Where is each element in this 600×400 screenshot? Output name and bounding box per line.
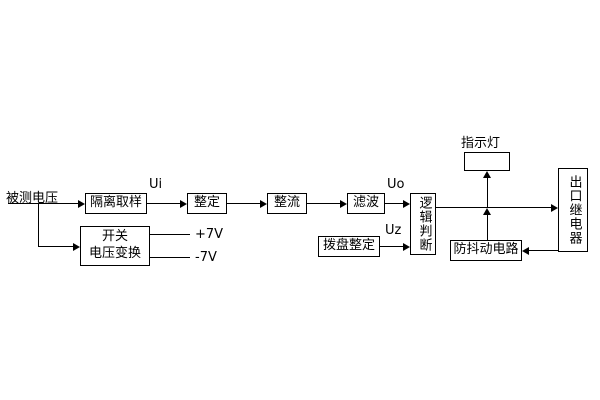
arrowhead-into-debounce bbox=[522, 247, 529, 255]
line-minus7v-output bbox=[149, 257, 190, 258]
signal-minus7v-label: -7V bbox=[195, 250, 217, 265]
signal-plus7v-label: +7V bbox=[195, 227, 224, 242]
arrowhead-into-rectifier bbox=[260, 200, 267, 208]
source-voltage-label: 被测电压 bbox=[6, 191, 59, 206]
line-dial-to-logic bbox=[380, 246, 404, 247]
arrowhead-into-isolation bbox=[78, 200, 85, 208]
indicator-lamp-box bbox=[464, 152, 510, 171]
arrowhead-into-converter bbox=[73, 243, 80, 251]
line-debounce-to-junction bbox=[487, 214, 488, 240]
arrowhead-into-relay bbox=[551, 204, 558, 212]
signal-uo-label: Uo bbox=[387, 177, 405, 192]
line-source-to-isolation bbox=[8, 203, 79, 204]
signal-uz-label: Uz bbox=[385, 223, 402, 238]
line-plus7v-output bbox=[149, 234, 190, 235]
line-setting-to-rectifier bbox=[227, 203, 261, 204]
arrowhead-into-indicator bbox=[483, 171, 491, 178]
indicator-lamp-label: 指示灯 bbox=[461, 136, 501, 151]
converter-label-line1: 开关 bbox=[101, 229, 128, 245]
signal-ui-label: Ui bbox=[149, 177, 163, 192]
block-debounce-circuit: 防抖动电路 bbox=[450, 240, 522, 261]
line-source-branch-down bbox=[38, 203, 39, 247]
arrowhead-into-setting bbox=[180, 200, 187, 208]
line-rectifier-to-filter bbox=[307, 203, 341, 204]
arrowhead-into-logic bbox=[403, 200, 410, 208]
block-isolation-sampling: 隔离取样 bbox=[85, 193, 147, 214]
line-filter-to-logic bbox=[385, 203, 404, 204]
line-junction-to-indicator bbox=[487, 177, 488, 208]
block-switch-voltage-converter: 开关 电压变换 bbox=[80, 226, 150, 266]
line-logic-to-relay bbox=[436, 207, 552, 208]
block-dial-setting: 拨盘整定 bbox=[318, 236, 380, 257]
line-branch-to-converter bbox=[38, 246, 74, 247]
arrowhead-into-filter bbox=[340, 200, 347, 208]
arrowhead-dial-into-logic bbox=[403, 243, 410, 251]
converter-label-line2: 电压变换 bbox=[88, 246, 141, 261]
arrowhead-debounce-into-junction bbox=[483, 208, 491, 215]
block-logic-judgment: 逻辑判断 bbox=[410, 193, 436, 255]
block-output-relay: 出口继电器 bbox=[558, 168, 588, 252]
line-relay-to-debounce bbox=[529, 250, 558, 251]
block-filter: 滤波 bbox=[347, 193, 385, 214]
block-setting: 整定 bbox=[187, 193, 227, 214]
block-rectifier: 整流 bbox=[267, 193, 307, 214]
line-isolation-to-setting bbox=[147, 203, 181, 204]
